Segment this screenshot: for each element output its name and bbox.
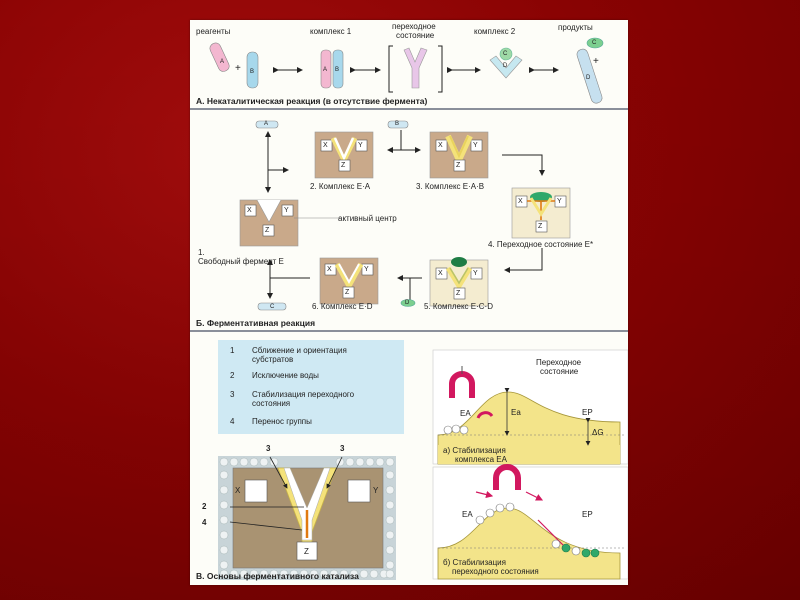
reagents-molecules bbox=[208, 41, 258, 88]
marker-3-left: 3 bbox=[266, 444, 270, 453]
label-transition-line1: переходное bbox=[392, 22, 436, 31]
transition-x: X bbox=[518, 197, 523, 206]
energy-a-caption-line1: а) Стабилизация bbox=[443, 446, 506, 455]
free-enzyme-z: Z bbox=[265, 226, 269, 235]
complex-eab-z: Z bbox=[456, 161, 460, 170]
factor-3-line2: состояния bbox=[252, 399, 290, 408]
letter-c: C bbox=[503, 50, 507, 59]
complex-ecd-y: Y bbox=[473, 269, 478, 278]
complex-ecd-x: X bbox=[438, 269, 443, 278]
factor-2-num: 2 bbox=[230, 371, 234, 380]
energy-b-caption-line2: переходного состояния bbox=[452, 567, 539, 576]
enzyme-complex-ecd bbox=[430, 257, 488, 306]
substrate-b-incoming bbox=[388, 121, 420, 150]
label-active-site: активный центр bbox=[338, 214, 397, 223]
complex-eab-x: X bbox=[438, 141, 443, 150]
label-transition-state: 4. Переходное состояние E* bbox=[488, 240, 593, 249]
energy-a-delta-g: ΔG bbox=[592, 428, 604, 437]
label-complex-eab: 3. Комплекс E·A·B bbox=[416, 182, 484, 191]
marker-2: 2 bbox=[202, 502, 206, 511]
letter-d: D bbox=[503, 62, 507, 71]
label-products: продукты bbox=[558, 23, 593, 32]
letter-b: B bbox=[250, 68, 254, 77]
free-enzyme-y: Y bbox=[284, 206, 289, 215]
letter-a-complex: A bbox=[323, 66, 327, 75]
energy-a-caption-line2: комплекса EA bbox=[455, 455, 507, 464]
factor-3-line1: Стабилизация переходного bbox=[252, 390, 354, 399]
enzyme-catalysis-figure: реагенты комплекс 1 переходное состояние… bbox=[190, 20, 628, 585]
factor-1-line1: Сближение и ориентация bbox=[252, 346, 347, 355]
separator-a bbox=[190, 108, 628, 110]
energy-b-ep: EP bbox=[582, 510, 593, 519]
site-z: Z bbox=[304, 547, 309, 556]
active-site-cross-section bbox=[218, 456, 396, 580]
energy-a-transition-line1: Переходное bbox=[536, 358, 581, 367]
factor-2-line1: Исключение воды bbox=[252, 371, 319, 380]
products-molecules bbox=[576, 38, 604, 104]
substrate-a-incoming bbox=[256, 121, 288, 192]
panel-c-caption: В. Основы ферментативного катализа bbox=[196, 572, 359, 581]
complex-ed-z: Z bbox=[345, 288, 349, 297]
marker-4: 4 bbox=[202, 518, 206, 527]
free-enzyme-x: X bbox=[247, 206, 252, 215]
label-reagents: реагенты bbox=[196, 27, 230, 36]
label-complex-ea: 2. Комплекс E·A bbox=[310, 182, 370, 191]
plus-reagents: + bbox=[235, 64, 241, 73]
label-complex-2: комплекс 2 bbox=[474, 27, 515, 36]
letter-c-product: C bbox=[592, 39, 596, 48]
energy-a-ep: EP bbox=[582, 408, 593, 417]
panel-a-caption: А. Некаталитическая реакция (в отсутстви… bbox=[196, 97, 427, 106]
complex-ecd-z: Z bbox=[456, 289, 460, 298]
label-complex-ed: 6. Комплекс E·D bbox=[312, 302, 373, 311]
letter-d-outgoing: D bbox=[405, 299, 409, 308]
complex-ea-x: X bbox=[323, 141, 328, 150]
factor-1-num: 1 bbox=[230, 346, 234, 355]
energy-a-ea: EA bbox=[460, 409, 471, 418]
site-x: X bbox=[235, 486, 240, 495]
letter-d-product: D bbox=[586, 74, 590, 83]
panel-b-caption: Б. Ферментативная реакция bbox=[196, 319, 315, 328]
energy-b-ea: EA bbox=[462, 510, 473, 519]
label-transition-line2: состояние bbox=[396, 31, 434, 40]
factor-1-line2: субстратов bbox=[252, 355, 293, 364]
letter-a-substrate: A bbox=[264, 120, 268, 129]
letter-b-complex: B bbox=[335, 66, 339, 75]
label-complex-ecd: 5. Комплекс E·C·D bbox=[424, 302, 493, 311]
label-free-enzyme-num: 1. bbox=[198, 248, 205, 257]
enzyme-complex-ea bbox=[315, 132, 373, 178]
marker-3-right: 3 bbox=[340, 444, 344, 453]
complex-eab-y: Y bbox=[473, 141, 478, 150]
site-y: Y bbox=[373, 486, 378, 495]
complex-ed-y: Y bbox=[364, 265, 369, 274]
energy-b-caption-line1: б) Стабилизация bbox=[443, 558, 506, 567]
factor-4-line1: Перенос группы bbox=[252, 417, 312, 426]
complex-ea-z: Z bbox=[341, 161, 345, 170]
transition-state-bracket bbox=[389, 46, 442, 92]
letter-b-substrate: B bbox=[395, 120, 399, 129]
label-free-enzyme: Свободный фермент E bbox=[198, 257, 284, 266]
enzyme-complex-eab bbox=[430, 132, 488, 178]
factor-4-num: 4 bbox=[230, 417, 234, 426]
transition-y: Y bbox=[557, 197, 562, 206]
energy-a-transition-line2: состояние bbox=[540, 367, 578, 376]
free-enzyme bbox=[240, 200, 340, 246]
complex-ea-y: Y bbox=[358, 141, 363, 150]
energy-a-activation: Ea bbox=[511, 408, 521, 417]
complex-ed-x: X bbox=[327, 265, 332, 274]
factor-3-num: 3 bbox=[230, 390, 234, 399]
letter-a: A bbox=[220, 58, 224, 67]
transition-z: Z bbox=[538, 222, 542, 231]
letter-c-outgoing: C bbox=[270, 303, 274, 312]
product-c-outgoing bbox=[258, 260, 310, 310]
plus-products: + bbox=[593, 57, 599, 66]
separator-b bbox=[190, 330, 628, 332]
label-complex-1: комплекс 1 bbox=[310, 27, 351, 36]
